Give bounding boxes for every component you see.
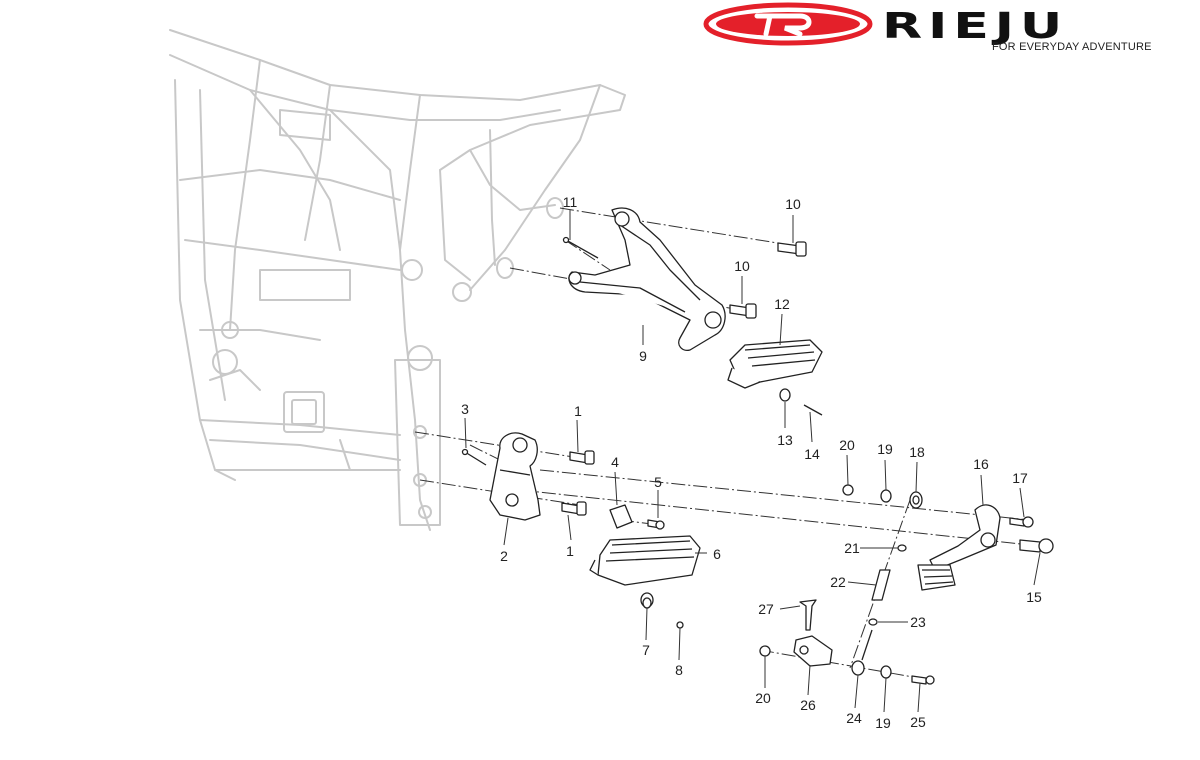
part-callout-15: 15 — [1026, 589, 1042, 605]
part-callout-26: 26 — [800, 697, 816, 713]
part-19-washer-upper — [880, 489, 892, 503]
part-callout-5: 5 — [654, 474, 662, 490]
part-15-pivot-bolt — [1019, 538, 1054, 554]
part-6-footpeg — [589, 535, 701, 586]
part-callout-8: 8 — [675, 662, 683, 678]
part-callout-22: 22 — [830, 574, 846, 590]
brand-tagline: FOR EVERYDAY ADVENTURE — [992, 41, 1152, 53]
part-callout-19: 19 — [877, 441, 893, 457]
part-2-bracket — [489, 432, 541, 521]
part-3-pin — [461, 448, 487, 466]
part-callout-9: 9 — [639, 348, 647, 364]
part-callout-7: 7 — [642, 642, 650, 658]
part-callout-4: 4 — [611, 454, 619, 470]
part-1-bolt-upper — [569, 450, 595, 465]
frame-outline — [169, 29, 626, 531]
part-13-washer — [779, 388, 791, 402]
part-callout-20: 20 — [839, 437, 855, 453]
part-20-nut-upper — [842, 484, 854, 496]
part-callout-27: 27 — [758, 601, 774, 617]
part-callout-25: 25 — [910, 714, 926, 730]
part-22-rod — [871, 569, 891, 601]
part-23-ring — [868, 618, 878, 626]
part-1-bolt-lower — [561, 501, 587, 516]
brand-name: RIEJU — [882, 6, 1069, 47]
part-27-bolt — [799, 599, 817, 631]
part-19-washer-lower — [880, 665, 892, 679]
part-callout-23: 23 — [910, 614, 926, 630]
part-21-ring — [897, 544, 907, 552]
part-callout-10: 10 — [734, 258, 750, 274]
part-callout-24: 24 — [846, 710, 862, 726]
part-5-screw — [647, 519, 665, 530]
part-callout-11: 11 — [562, 194, 578, 210]
part-10-bolt-lower — [729, 303, 757, 319]
part-callout-2: 2 — [500, 548, 508, 564]
part-callout-6: 6 — [713, 546, 721, 562]
part-callout-21: 21 — [844, 540, 860, 556]
part-callout-20: 20 — [755, 690, 771, 706]
part-8-clip — [676, 621, 684, 629]
part-24-washer — [851, 660, 865, 676]
part-18-bearing — [909, 491, 923, 509]
part-16-brake-pedal — [917, 504, 1001, 591]
part-callout-19: 19 — [875, 715, 891, 731]
part-callout-1: 1 — [566, 543, 574, 559]
part-10-bolt-upper — [777, 241, 807, 257]
part-12-footpeg — [727, 339, 823, 389]
part-callout-10: 10 — [785, 196, 801, 212]
part-25-bolt — [911, 675, 935, 685]
part-callout-18: 18 — [909, 444, 925, 460]
brand-logo — [703, 2, 873, 46]
part-callout-3: 3 — [461, 401, 469, 417]
part-callout-17: 17 — [1012, 470, 1028, 486]
part-17-bolt — [1009, 516, 1034, 528]
part-20-nut-lower — [759, 645, 771, 657]
parts — [461, 207, 1054, 685]
part-4-plate — [609, 504, 633, 529]
part-callout-14: 14 — [804, 446, 820, 462]
part-7-spring — [640, 592, 654, 609]
part-callout-13: 13 — [777, 432, 793, 448]
part-26-clevis — [793, 635, 833, 667]
part-callout-1: 1 — [574, 403, 582, 419]
leader-lines — [464, 210, 1041, 713]
part-14-clip — [803, 404, 823, 416]
part-9-bracket — [568, 207, 726, 351]
part-callout-12: 12 — [774, 296, 790, 312]
part-callout-16: 16 — [973, 456, 989, 472]
part-11-pin — [562, 236, 599, 259]
